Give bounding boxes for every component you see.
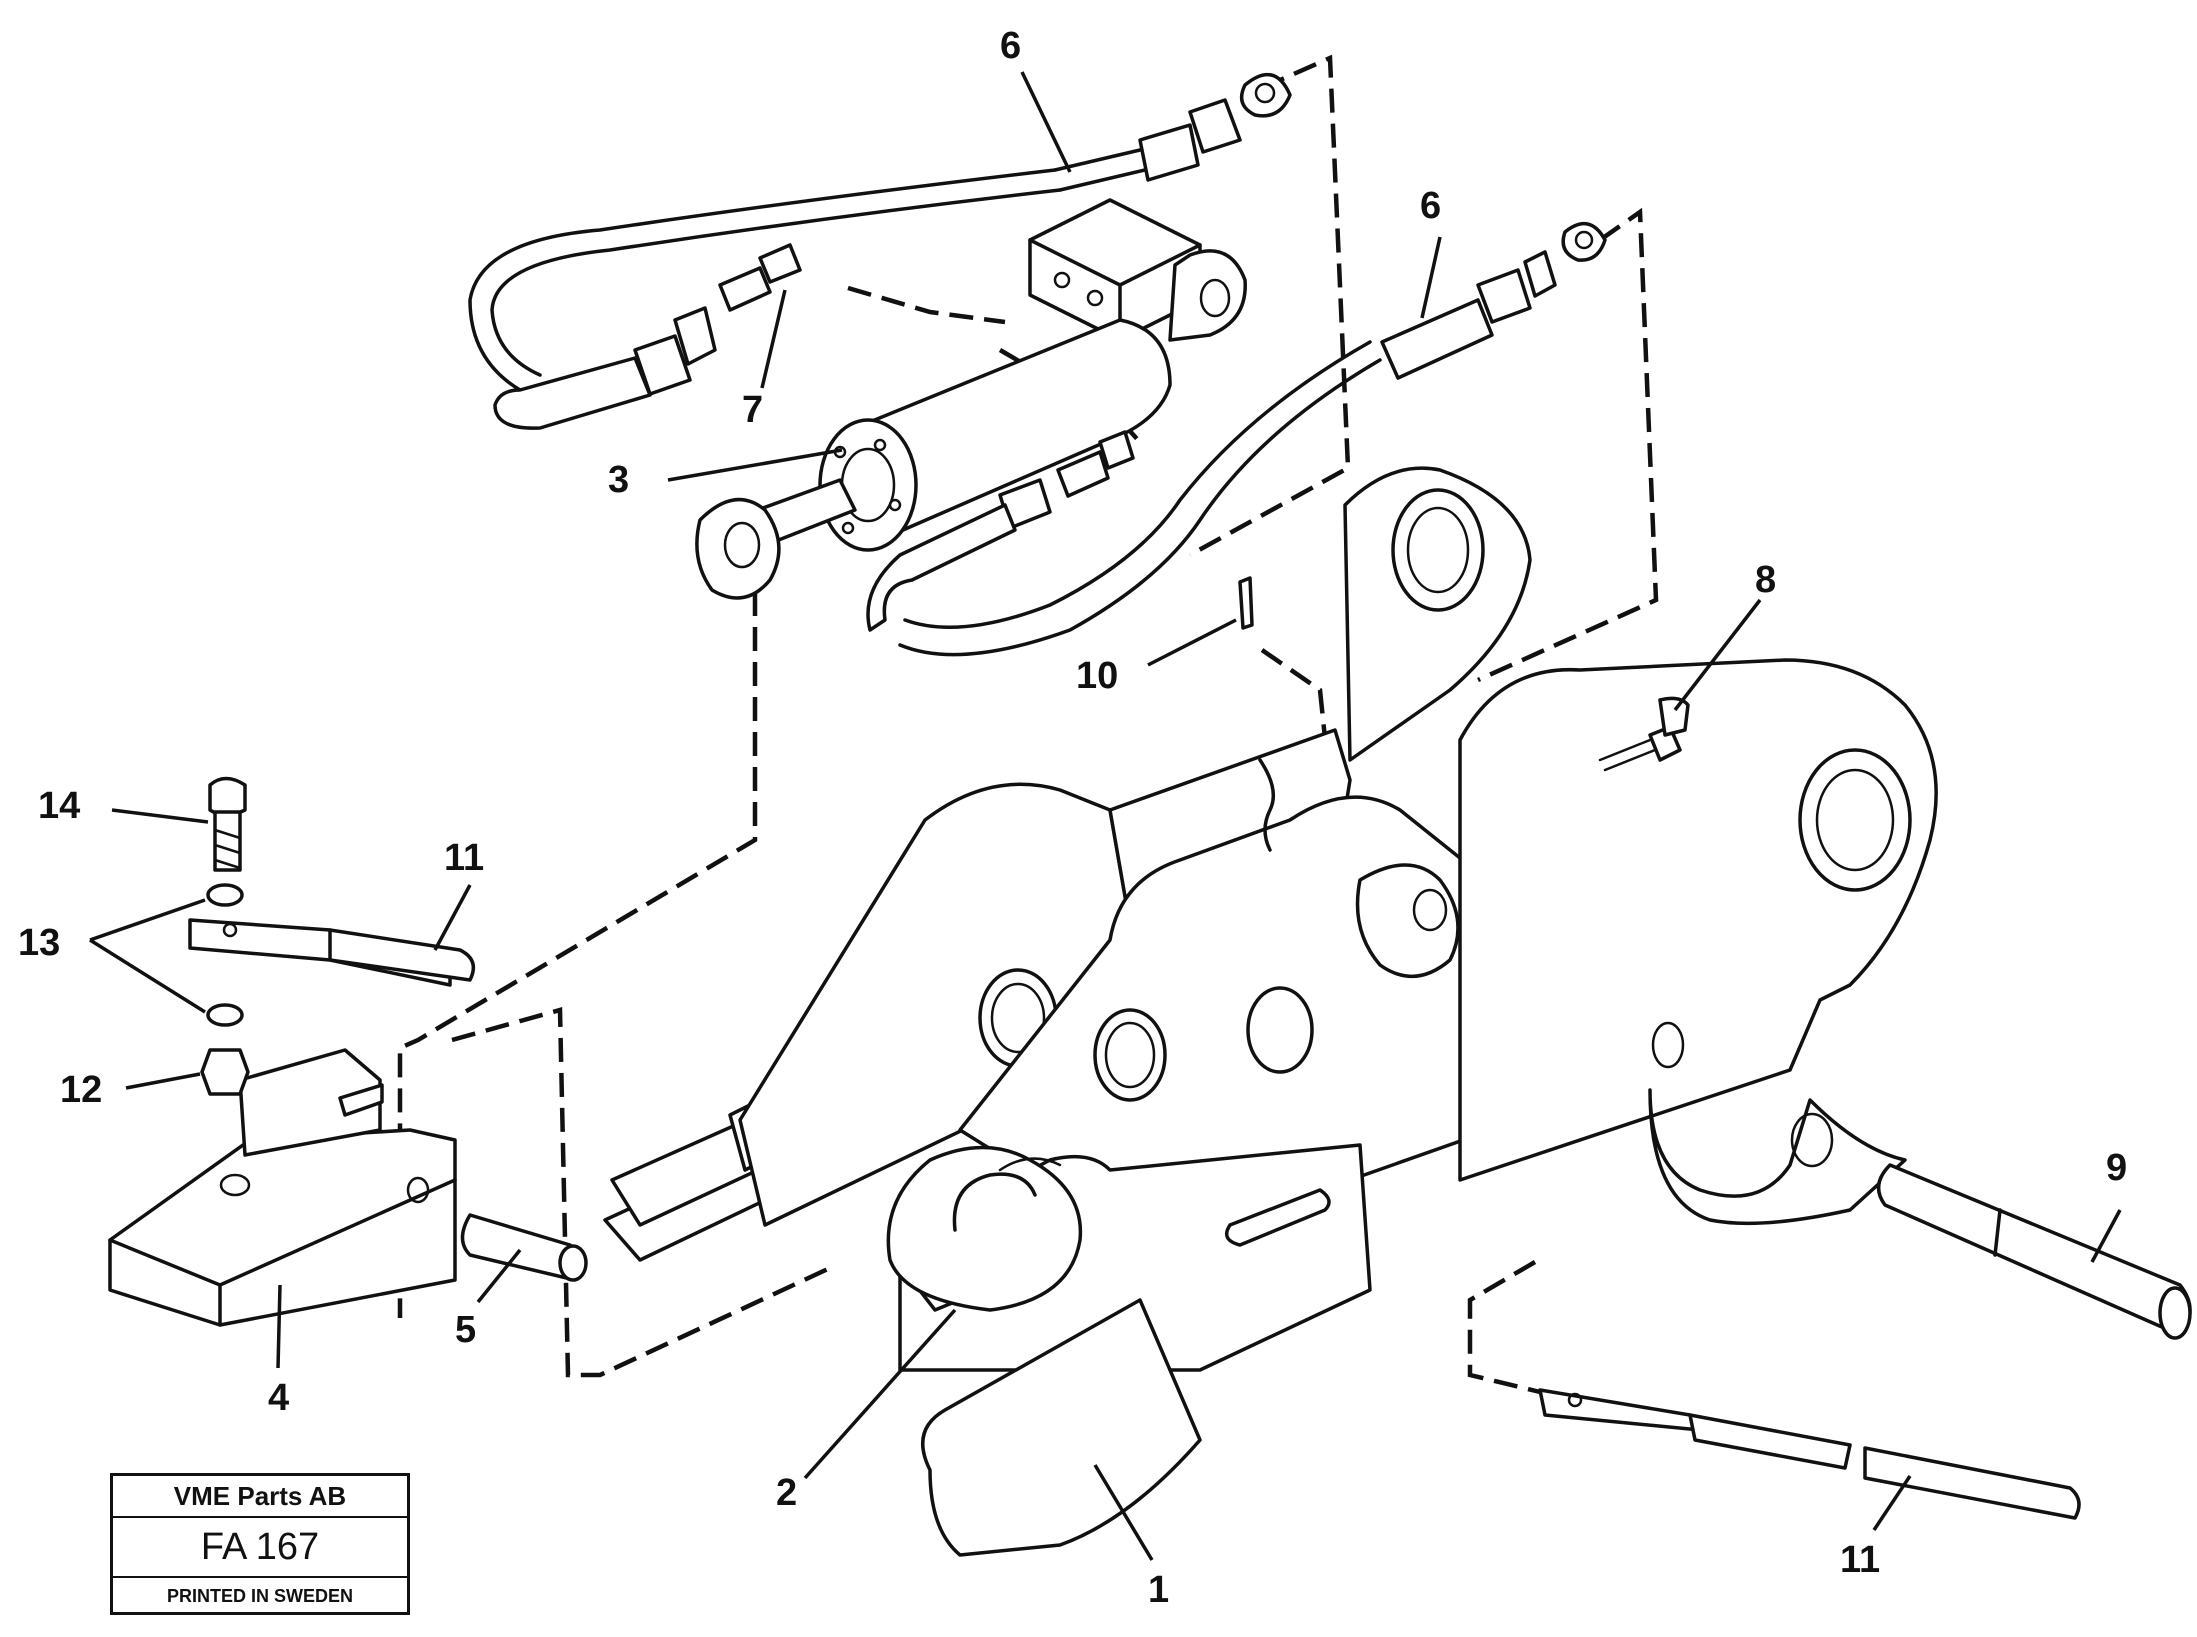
title-block-printed: PRINTED IN SWEDEN (166, 1586, 353, 1606)
pin-5 (460, 1213, 588, 1282)
title-block-company: VME Parts AB (113, 1476, 407, 1518)
title-block: VME Parts AB FA 167 PRINTED IN SWEDEN (110, 1473, 410, 1615)
rod-11-lower (1538, 1388, 2081, 1520)
hydraulic-hose-right (898, 222, 1607, 657)
callout-11-lower: 11 (1840, 1539, 1880, 1581)
title-block-code: FA 167 (113, 1518, 407, 1578)
callout-9: 9 (2106, 1147, 2127, 1189)
callout-13: 13 (18, 922, 60, 964)
bolt-14-assembly (188, 776, 452, 1096)
hydraulic-hose-upper (468, 72, 1292, 430)
callout-14: 14 (38, 785, 80, 827)
pin-10 (1238, 576, 1254, 630)
callout-7: 7 (742, 389, 763, 431)
hydraulic-cylinder (695, 198, 1247, 632)
rod-11-upper (328, 928, 476, 982)
callout-1: 1 (1148, 1569, 1169, 1611)
callout-4: 4 (268, 1377, 289, 1419)
quick-coupler-frame (603, 466, 1938, 1557)
grease-nipple-8 (1598, 696, 1690, 772)
callout-12: 12 (60, 1069, 102, 1111)
callout-labels: 6 6 7 3 10 8 14 11 13 12 9 5 4 2 1 11 (18, 25, 2127, 1611)
callout-8: 8 (1755, 559, 1776, 601)
leader-lines (89, 71, 2122, 1561)
callout-6-upper: 6 (1000, 25, 1021, 67)
callout-11-upper: 11 (444, 837, 484, 879)
callout-10: 10 (1076, 655, 1118, 697)
callout-6-right: 6 (1420, 185, 1441, 227)
callout-3: 3 (608, 459, 629, 501)
pin-9 (1876, 1163, 2192, 1340)
callout-5: 5 (455, 1309, 476, 1351)
callout-2: 2 (776, 1472, 797, 1514)
part-4 (108, 1048, 457, 1327)
